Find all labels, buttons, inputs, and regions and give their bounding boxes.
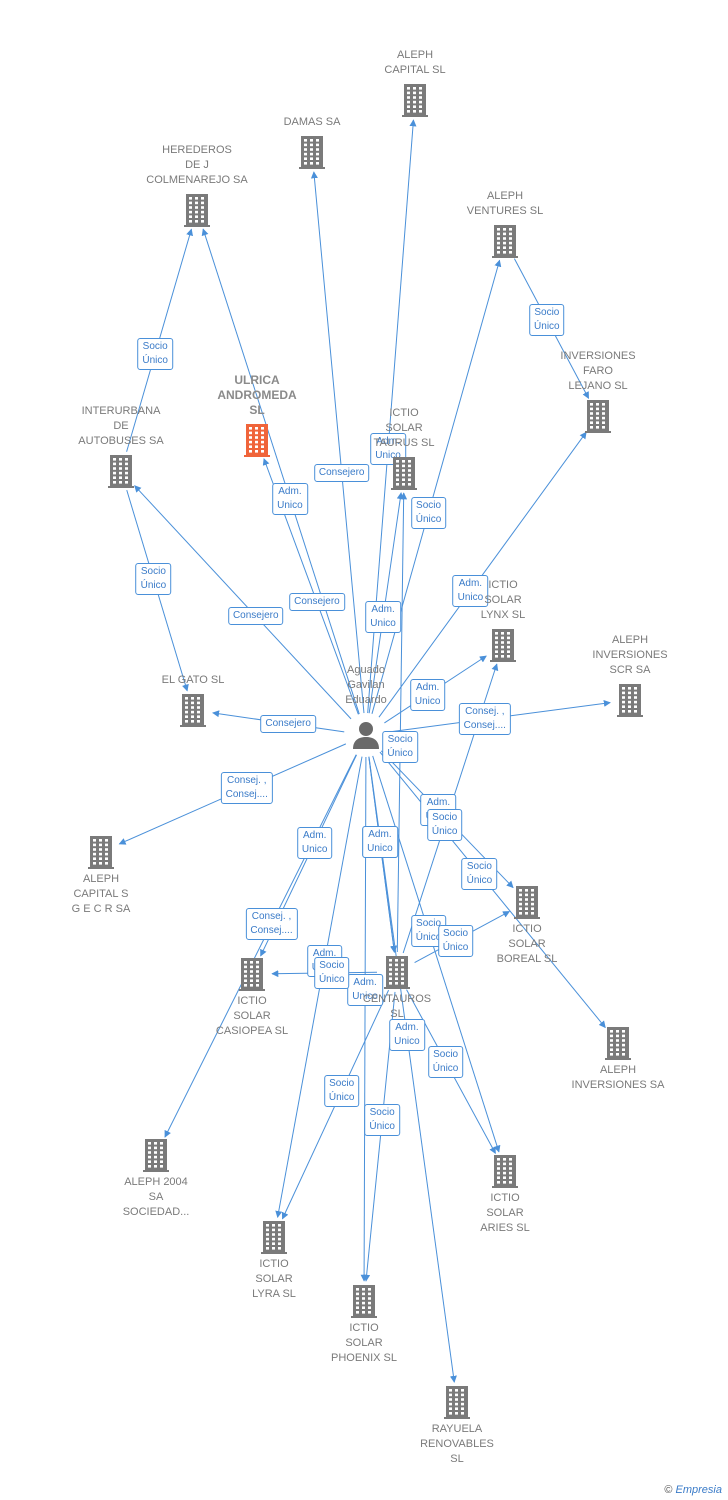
company-name-interurbana[interactable]: INTERURBANA DE AUTOBUSES SA <box>78 405 164 447</box>
relation-label[interactable]: Adm. Unico <box>409 678 446 711</box>
person-icon[interactable] <box>351 720 381 755</box>
building-icon[interactable] <box>349 1284 379 1323</box>
relation-label[interactable]: Socio Único <box>323 1075 360 1108</box>
relation-label[interactable]: Consej. , Consej.... <box>220 771 273 804</box>
edge-centauros-to-ictio-taurus <box>396 492 408 953</box>
building-icon[interactable] <box>242 423 272 462</box>
building-icon[interactable] <box>178 693 208 732</box>
relation-label[interactable]: Consej. , Consej.... <box>245 908 298 940</box>
relation-label[interactable]: Socio Único <box>410 496 447 529</box>
relation-label[interactable]: Consejero <box>289 593 345 612</box>
relation-label[interactable]: Socio Único <box>313 956 350 989</box>
building-icon[interactable] <box>382 955 412 994</box>
person-name[interactable]: Aguado Gavilan Eduardo <box>345 664 387 706</box>
company-name-aleph-inversiones-sa[interactable]: ALEPH INVERSIONES SA <box>571 1064 665 1091</box>
building-icon[interactable] <box>182 193 212 232</box>
relation-label[interactable]: Socio Único <box>461 857 498 890</box>
company-name-ulrica[interactable]: ULRICA ANDROMEDA SL <box>217 373 297 417</box>
relation-label[interactable]: Consejero <box>227 607 284 626</box>
relation-label[interactable]: Adm. Unico <box>347 973 383 1006</box>
copyright-icon: © <box>664 1484 673 1496</box>
relation-label[interactable]: Adm. Unico <box>272 482 308 515</box>
company-name-aleph-ventures[interactable]: ALEPH VENTURES SL <box>466 190 544 217</box>
brand-logo: Empresia <box>675 1484 722 1496</box>
company-name-ictio-taurus[interactable]: ICTIO SOLAR TAURUS SL <box>373 407 435 449</box>
relation-label[interactable]: Adm. Unico <box>452 575 489 608</box>
edge-person-to-inversiones-faro <box>378 431 587 718</box>
company-name-el-gato[interactable]: EL GATO SL <box>161 674 225 686</box>
building-icon[interactable] <box>106 454 136 493</box>
relation-label[interactable]: Socio Único <box>382 731 418 764</box>
building-icon[interactable] <box>400 83 430 122</box>
building-icon[interactable] <box>490 224 520 263</box>
company-name-aleph-capital-sl[interactable]: ALEPH CAPITAL SL <box>384 49 446 76</box>
credit: © Empresia <box>664 1484 722 1496</box>
relation-label[interactable]: Socio Único <box>426 808 463 841</box>
building-icon[interactable] <box>512 885 542 924</box>
building-icon[interactable] <box>490 1154 520 1193</box>
company-name-herederos[interactable]: HEREDEROS DE J COLMENAREJO SA <box>146 144 248 186</box>
company-name-aleph-inv-scr[interactable]: ALEPH INVERSIONES SCR SA <box>592 634 668 676</box>
relation-label[interactable]: Socio Único <box>364 1104 400 1137</box>
relation-label[interactable]: Adm. Unico <box>362 825 398 858</box>
building-icon[interactable] <box>389 456 419 495</box>
building-icon[interactable] <box>141 1138 171 1177</box>
edge-person-to-herederos <box>201 228 360 715</box>
company-name-damas-sa[interactable]: DAMAS SA <box>283 116 341 128</box>
relation-label[interactable]: Consejero <box>260 714 316 733</box>
building-icon[interactable] <box>442 1385 472 1424</box>
relation-label[interactable]: Socio Único <box>135 562 172 595</box>
company-name-ictio-phoenix[interactable]: ICTIO SOLAR PHOENIX SL <box>330 1322 398 1364</box>
company-name-ictio-casiopea[interactable]: ICTIO SOLAR CASIOPEA SL <box>215 995 289 1037</box>
building-icon[interactable] <box>237 957 267 996</box>
building-icon[interactable] <box>297 135 327 174</box>
building-icon[interactable] <box>86 835 116 874</box>
company-name-ictio-lyra[interactable]: ICTIO SOLAR LYRA SL <box>252 1258 296 1300</box>
relation-label[interactable]: Adm. Unico <box>389 1019 425 1052</box>
relation-label[interactable]: Socio Único <box>427 1045 464 1078</box>
edge-person-to-aleph-inversiones-sa <box>379 751 606 1029</box>
company-name-aleph-capital-sgecr[interactable]: ALEPH CAPITAL S G E C R SA <box>71 873 131 915</box>
building-icon[interactable] <box>603 1026 633 1065</box>
relation-label[interactable]: Socio Único <box>137 337 173 370</box>
edge-person-to-ictio-aries <box>372 755 501 1153</box>
edge-person-to-aleph-2004 <box>164 754 357 1138</box>
edge-person-to-damas-sa <box>310 171 365 714</box>
building-icon[interactable] <box>615 683 645 722</box>
company-name-rayuela[interactable]: RAYUELA RENOVABLES SL <box>420 1423 494 1465</box>
company-name-aleph-2004[interactable]: ALEPH 2004 SA SOCIEDAD... <box>122 1176 190 1218</box>
company-name-inversiones-faro[interactable]: INVERSIONES FARO LEJANO SL <box>560 350 636 392</box>
building-icon[interactable] <box>259 1220 289 1259</box>
relation-label[interactable]: Socio Único <box>529 303 565 336</box>
relation-label[interactable]: Consejero <box>313 463 370 482</box>
building-icon[interactable] <box>583 399 613 438</box>
edge-person-to-interurbana <box>134 485 352 720</box>
company-name-ictio-boreal[interactable]: ICTIO SOLAR BOREAL SL <box>496 923 558 965</box>
edge-person-to-rayuela <box>368 756 457 1383</box>
relation-label[interactable]: Socio Único <box>437 924 474 957</box>
relation-label[interactable]: Adm. Unico <box>365 601 401 634</box>
building-icon[interactable] <box>488 628 518 667</box>
relation-label[interactable]: Adm. Unico <box>296 826 333 859</box>
relation-label[interactable]: Consej. , Consej.... <box>458 703 511 736</box>
company-name-ictio-aries[interactable]: ICTIO SOLAR ARIES SL <box>480 1192 530 1234</box>
edge-person-to-aleph-ventures <box>371 259 502 714</box>
company-name-centauros[interactable]: CENTAUROS SL <box>362 993 432 1020</box>
company-name-ictio-lynx[interactable]: ICTIO SOLAR LYNX SL <box>480 579 526 621</box>
